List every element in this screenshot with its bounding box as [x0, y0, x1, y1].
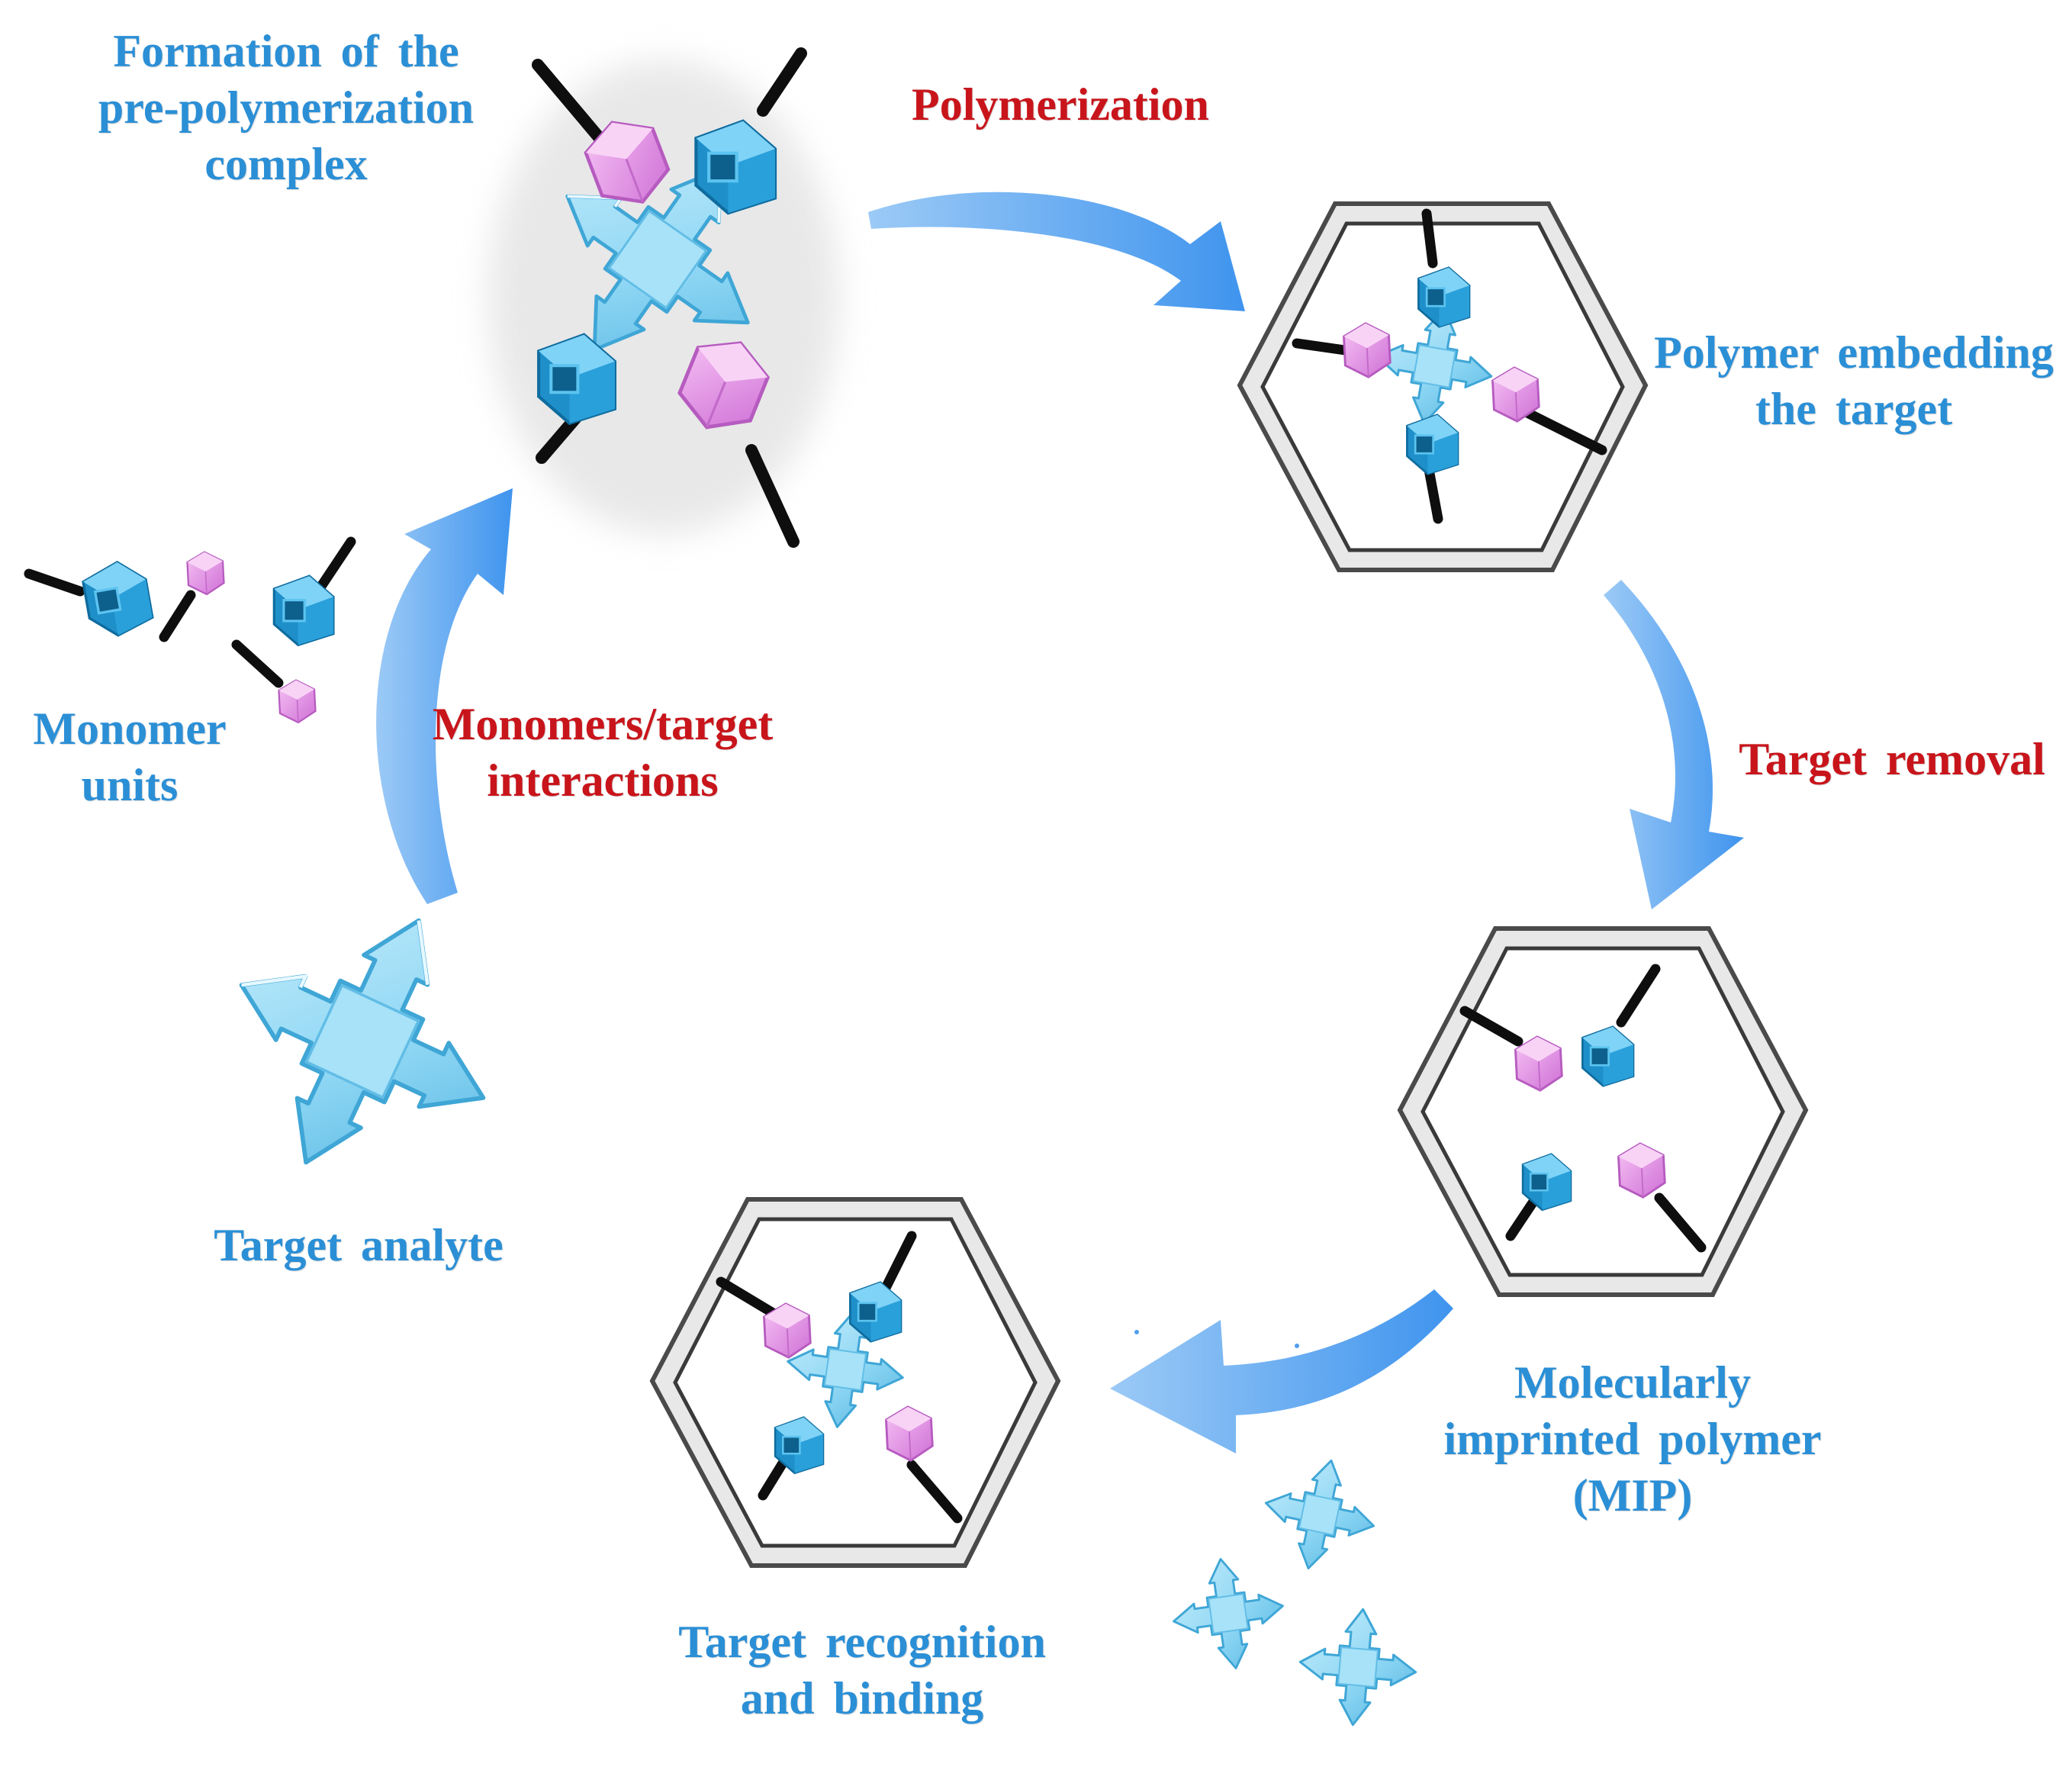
label-pre-polymerization-complex: Formation of the pre-polymerization comp…: [98, 26, 475, 189]
released-targets: [1165, 1447, 1422, 1731]
label-monomer-target-interactions: Monomers/target interactions: [432, 699, 774, 806]
curved-arrow-icon: [1110, 1289, 1453, 1453]
label-target-analyte: Target analyte: [214, 1220, 504, 1270]
label-monomer-units: Monomer units: [33, 703, 227, 810]
molecularly-imprinted-polymer: [1400, 929, 1806, 1295]
monomer-units: [24, 536, 356, 724]
curved-arrow-icon: [868, 192, 1245, 311]
label-polymerization: Polymerization: [912, 79, 1209, 130]
cross-shaped-molecule-icon: [185, 864, 540, 1219]
pre-polymerization-complex: [488, 47, 839, 548]
label-target-removal: Target removal: [1739, 734, 2045, 784]
label-polymer-embedding: Polymer embedding the target: [1654, 327, 2054, 434]
polymer-embedding-target: [1240, 204, 1646, 570]
curved-arrow-icon: [376, 488, 513, 904]
target-recognition-binding: [652, 1199, 1058, 1566]
curved-arrow-icon: [1604, 580, 1744, 909]
label-mip: Molecularly imprinted polymer (MIP): [1443, 1357, 1822, 1521]
label-target-recognition: Target recognition and binding: [678, 1617, 1046, 1724]
